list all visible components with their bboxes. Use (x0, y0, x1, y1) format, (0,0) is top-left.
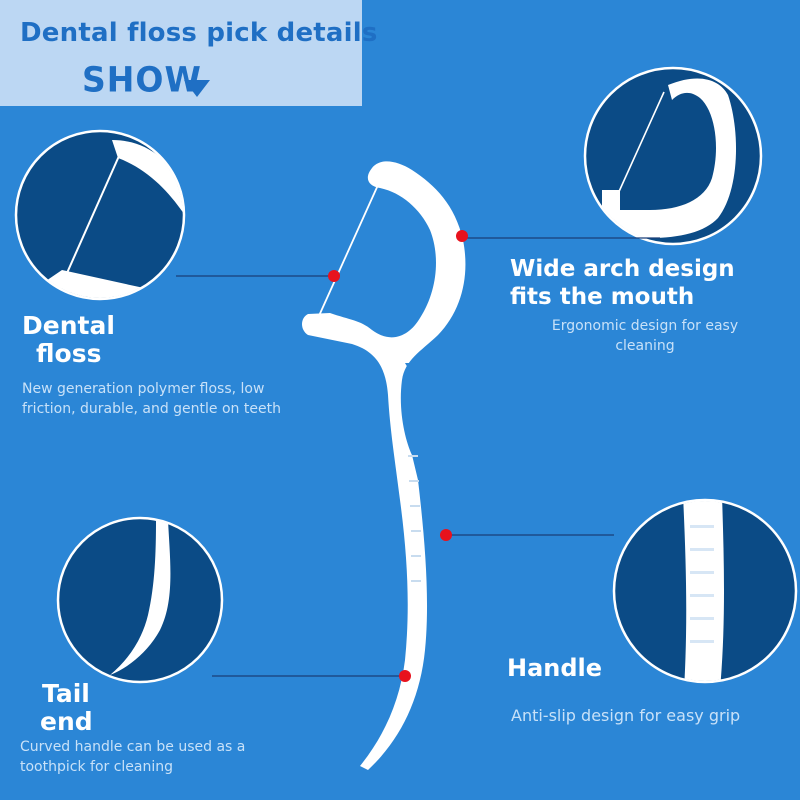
handle-closeup-circle (612, 498, 798, 684)
arch-closeup-circle (583, 66, 763, 246)
dental-floss-desc-line1: New generation polymer floss, low (22, 381, 265, 397)
handle-title: Handle (507, 654, 603, 682)
triangle-down-icon (184, 80, 210, 97)
arch-marker-dot (456, 230, 468, 242)
dental-floss-description: New generation polymer floss, low fricti… (22, 379, 281, 419)
tail-end-desc-line2: toothpick for cleaning (20, 759, 174, 775)
floss-closeup-circle (14, 129, 186, 301)
handle-description: Anti-slip design for easy grip (511, 706, 741, 725)
floss-pick (302, 161, 466, 771)
wide-arch-description: Ergonomic design for easy cleaning (520, 316, 770, 356)
show-label: SHOW (82, 59, 202, 100)
dental-floss-desc-line2: friction, durable, and gentle on teeth (22, 401, 281, 417)
wide-arch-title: Wide arch design fits the mouth (510, 255, 735, 311)
wide-arch-desc-line1: Ergonomic design for easy (551, 318, 739, 334)
dental-floss-title-line2: floss (36, 339, 102, 368)
tail-end-desc-line1: Curved handle can be used as a (20, 739, 246, 755)
dental-floss-title-line1: Dental (22, 311, 115, 340)
tail-end-title-line2: end (40, 707, 93, 736)
floss-marker-dot (328, 270, 340, 282)
wide-arch-title-line2: fits the mouth (510, 284, 695, 310)
tail-end-title-line1: Tail (42, 679, 90, 708)
header-banner: Dental floss pick details SHOW (0, 0, 378, 106)
tail-end-title: Tail end (40, 680, 93, 736)
wide-arch-desc-line2: cleaning (615, 338, 675, 354)
handle-marker-dot (440, 529, 452, 541)
dental-floss-title: Dental floss (22, 312, 115, 368)
tail-end-description: Curved handle can be used as a toothpick… (20, 737, 245, 777)
tail-marker-dot (399, 670, 411, 682)
wide-arch-title-line1: Wide arch design (510, 256, 735, 282)
tail-closeup-circle (56, 516, 224, 684)
page-title: Dental floss pick details (20, 18, 378, 48)
